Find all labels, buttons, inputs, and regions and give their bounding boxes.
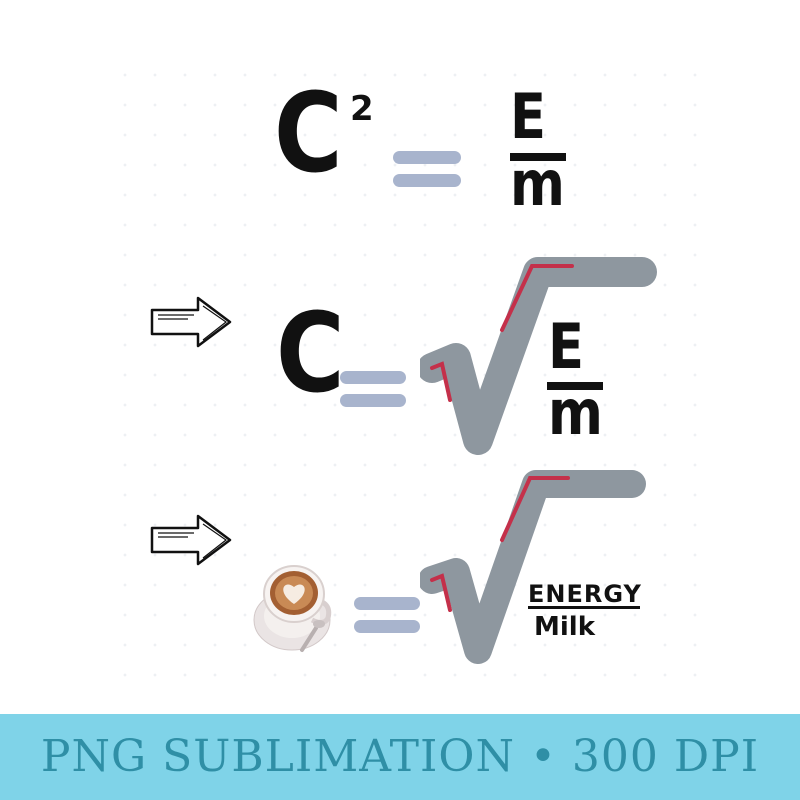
equation-1-exponent: 2	[350, 89, 374, 129]
arrow-right-icon	[150, 296, 232, 348]
equation-1-c-letter: C	[274, 69, 343, 197]
equation-3-equals-bottom	[354, 620, 420, 633]
equation-1-denominator: m	[510, 147, 565, 220]
radical-icon	[420, 257, 657, 455]
radical-icon	[420, 470, 646, 664]
equation-3-equals-top	[354, 597, 420, 610]
coffee-cup-icon	[253, 565, 332, 652]
equation-1-equals-top	[393, 151, 461, 164]
equation-3-numerator: ENERGY	[528, 580, 642, 608]
equation-2-numerator: E	[548, 310, 585, 383]
equation-3-denominator: Milk	[534, 612, 595, 642]
dotted-background	[110, 60, 710, 700]
equation-2-equals-bottom	[340, 394, 406, 407]
sublimation-banner: PNG SUBLIMATION • 300 DPI	[0, 714, 800, 800]
banner-text: PNG SUBLIMATION • 300 DPI	[40, 731, 760, 782]
arrow-right-icon	[150, 514, 232, 566]
equation-2-fraction-bar	[547, 382, 603, 390]
equation-1-equals-bottom	[393, 174, 461, 187]
equation-1-numerator: E	[510, 80, 547, 153]
equation-1-fraction-bar	[510, 153, 566, 161]
equation-3-fraction-bar	[528, 606, 640, 609]
equation-2-equals-top	[340, 371, 406, 384]
equation-2-c-letter: C	[276, 289, 345, 417]
equation-2-denominator: m	[548, 376, 603, 449]
